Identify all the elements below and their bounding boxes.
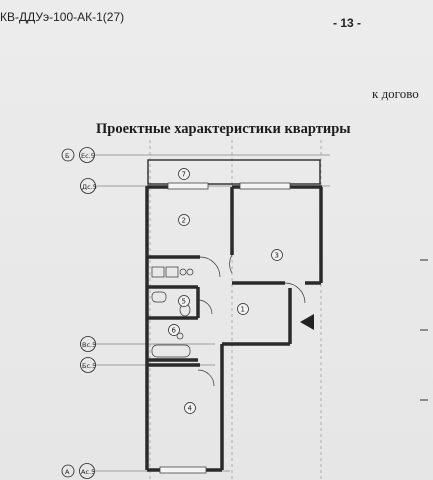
- svg-text:А: А: [65, 468, 70, 476]
- right-edge-marks: [420, 259, 428, 401]
- svg-text:Б: Б: [65, 152, 69, 160]
- axis-marker-d-top: Дс.5: [80, 178, 97, 194]
- entrance-marker-icon: [300, 314, 314, 330]
- room-number: 1: [241, 306, 245, 314]
- room-number: 5: [182, 298, 186, 306]
- section-title: Проектные характеристики квартиры: [96, 121, 351, 137]
- room-number: 2: [182, 217, 186, 225]
- room-markers: 7 2 3 1 5 6 4: [168, 168, 283, 414]
- svg-text:Бс.5: Бс.5: [82, 362, 96, 370]
- room-number: 3: [275, 252, 279, 260]
- axis-marker-v-mid: Вс.5: [80, 336, 96, 352]
- doors: [197, 254, 306, 387]
- axis-marker-a-bottom: А Ас.5: [61, 463, 95, 479]
- svg-text:Вс.5: Вс.5: [82, 341, 96, 349]
- axis-marker-b-mid: Бс.5: [80, 357, 96, 373]
- page-number: - 13 -: [333, 16, 362, 30]
- contract-reference: к догово: [372, 86, 419, 101]
- room-number: 6: [172, 327, 177, 335]
- axis-lines: [95, 154, 330, 472]
- walls: [145, 159, 323, 472]
- room-number: 7: [182, 171, 186, 179]
- svg-text:Дс.5: Дс.5: [82, 183, 97, 191]
- svg-text:Ас.5: Ас.5: [81, 468, 95, 476]
- axis-marker-b-top: Б Ес.5: [61, 147, 95, 163]
- kitchen-fixtures: [151, 266, 194, 278]
- windows: [159, 182, 291, 474]
- document-code: КВ-ДДУэ-100-АК-1(27): [0, 10, 125, 24]
- svg-text:Ес.5: Ес.5: [81, 152, 95, 160]
- room-number: 4: [188, 405, 193, 413]
